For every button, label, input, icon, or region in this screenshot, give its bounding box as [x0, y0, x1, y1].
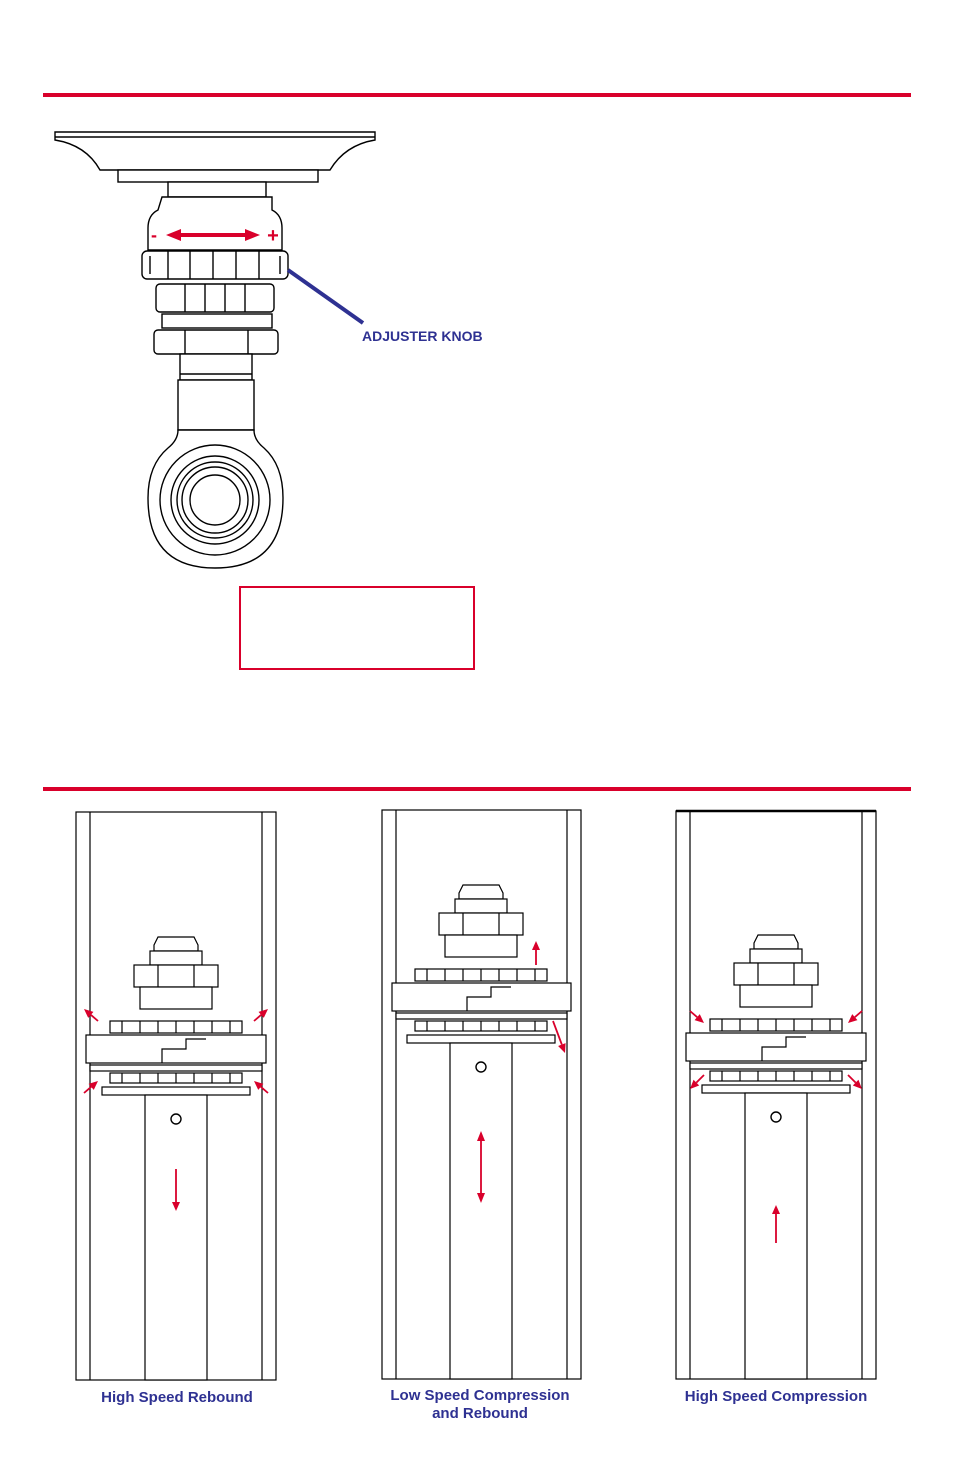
flow-arrow-2-down: [552, 1020, 563, 1045]
jam-nut-1: [133, 964, 219, 988]
nut-2: [458, 884, 504, 900]
jam-nut-3: [733, 962, 819, 986]
flow-arrow-1-ur: [253, 1014, 262, 1022]
piston-band-3: [689, 1062, 863, 1070]
mount-plate: [54, 131, 376, 171]
spacer-3: [739, 984, 813, 1008]
flow-arrow-3-ul-head: [694, 1014, 704, 1023]
top-divider-rule: [43, 93, 911, 97]
lower-plate-1: [101, 1086, 251, 1096]
flow-arrow-3-ul: [689, 1010, 698, 1018]
flow-arrow-3-lr-head: [852, 1079, 862, 1089]
flow-arrow-3-ur: [854, 1010, 863, 1018]
caption-high-speed-rebound: High Speed Rebound: [101, 1389, 253, 1406]
flow-arrow-2-up-head: [532, 941, 540, 950]
flow-arrow-1-lr-head: [254, 1081, 264, 1090]
flow-arrow-1-ur-head: [258, 1009, 268, 1018]
flow-arrow-3-ll: [695, 1074, 705, 1084]
washer-2: [454, 898, 508, 914]
washer-3: [749, 948, 803, 964]
plus-sign: +: [267, 225, 279, 247]
rod-motion-arrow-2-head-down: [477, 1193, 485, 1203]
flow-arrow-1-ll: [83, 1086, 92, 1094]
piston-band-1: [89, 1064, 263, 1072]
rod-eye-bore: [189, 474, 241, 526]
minus-sign: -: [151, 225, 157, 245]
rod-motion-arrow-3-head: [772, 1205, 780, 1214]
piston-rod-2: [449, 1042, 513, 1380]
caption-high-speed-compression: High Speed Compression: [684, 1388, 868, 1405]
lower-plate-2: [406, 1034, 556, 1044]
knob-leader-line: [286, 268, 365, 325]
rod-motion-arrow-2-head-up: [477, 1131, 485, 1141]
spacer-1: [139, 986, 213, 1010]
adjuster-knob: [141, 250, 289, 280]
rod-bleed-hole-3: [770, 1111, 782, 1123]
nut-3: [753, 934, 799, 950]
flow-arrow-2-down-head: [558, 1043, 566, 1053]
flow-arrow-1-ul-head: [84, 1009, 94, 1018]
piston-rod-1: [144, 1094, 208, 1381]
note-box: [239, 586, 475, 670]
eye-neck: [177, 379, 255, 431]
rod-bleed-hole-2: [475, 1061, 487, 1073]
flow-arrow-1-lr: [260, 1086, 269, 1094]
adjuster-knob-label: ADJUSTER KNOB: [362, 328, 483, 344]
flow-arrow-3-ur-head: [848, 1014, 858, 1023]
rod-bleed-hole-1: [170, 1113, 182, 1125]
flow-arrow-1-ll-head: [88, 1081, 98, 1090]
piston-port-1: [161, 1038, 206, 1063]
washer-1: [149, 950, 203, 966]
flow-arrow-3-ll-head: [690, 1079, 700, 1089]
piston-port-3: [761, 1036, 806, 1061]
threaded-stem: [179, 353, 253, 381]
piston-port-2: [466, 986, 511, 1011]
middle-divider-rule: [43, 787, 911, 791]
lower-plate-3: [701, 1084, 851, 1094]
spacer-2: [444, 934, 518, 958]
piston-band-2: [395, 1012, 568, 1020]
flow-arrow-1-ul: [90, 1014, 99, 1022]
adjust-direction-arrow: [166, 229, 260, 241]
jam-nut-2: [438, 912, 524, 936]
rod-motion-arrow-1-head: [172, 1202, 180, 1211]
piston-2: [391, 982, 572, 1012]
flow-arrow-3-lr: [847, 1074, 857, 1084]
caption-low-speed-compression-rebound: Low Speed Compression and Rebound: [390, 1387, 570, 1422]
nut-1: [153, 936, 199, 952]
